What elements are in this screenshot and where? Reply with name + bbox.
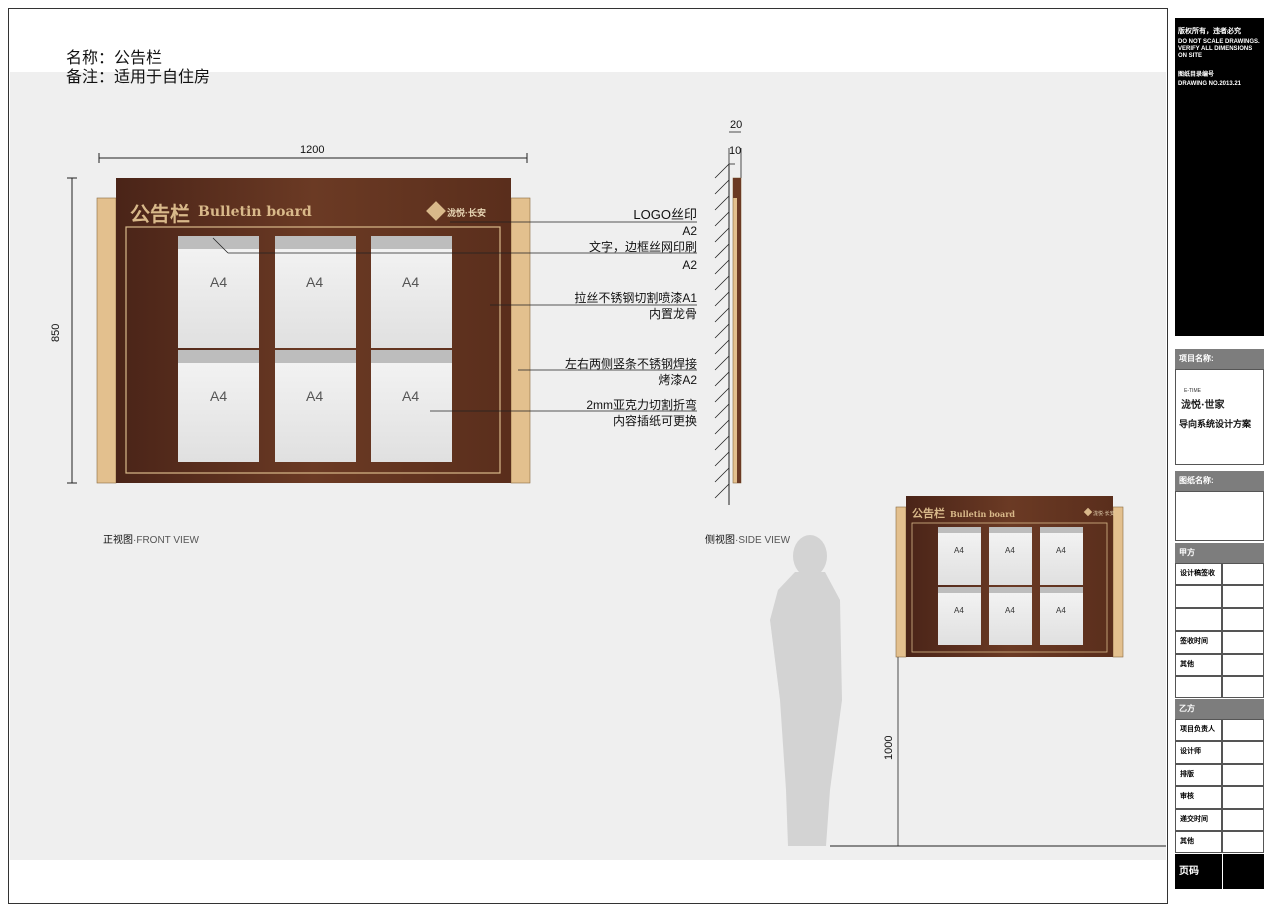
party-a-row xyxy=(1175,585,1222,608)
party-b-value[interactable] xyxy=(1222,786,1264,809)
front-sheet-label: A4 xyxy=(210,274,228,290)
project-name-cell: E-TIME 泷悦·世家 导向系统设计方案 xyxy=(1175,369,1264,465)
party-b-row: 其他 xyxy=(1175,831,1222,853)
scale-sheet-label: A4 xyxy=(1005,546,1015,555)
party-a-value[interactable] xyxy=(1222,608,1264,631)
party-b-row: 递交时间 xyxy=(1175,809,1222,831)
party-a-row xyxy=(1175,676,1222,698)
party-a-value[interactable] xyxy=(1222,585,1264,608)
callout-logo: LOGO丝印 A2 xyxy=(633,207,697,238)
scale-sheet-label: A4 xyxy=(954,546,964,555)
party-b-row: 排版 xyxy=(1175,764,1222,786)
scale-height-label: 1000 xyxy=(883,735,895,760)
project-desc: 导向系统设计方案 xyxy=(1179,419,1252,429)
disclaimer-text: DO NOT SCALE DRAWINGS. VERIFY ALL DIMENS… xyxy=(1178,39,1260,59)
front-left-post xyxy=(96,197,117,484)
front-sheets xyxy=(178,236,452,462)
party-b-value[interactable] xyxy=(1222,809,1264,831)
party-a-row xyxy=(1175,608,1222,631)
party-b-row: 设计师 xyxy=(1175,741,1222,764)
scale-sheet-label: A4 xyxy=(1056,606,1066,615)
party-a-value[interactable] xyxy=(1222,676,1264,698)
drawing-svg xyxy=(67,131,1166,847)
scale-logo-text: 泷悦·长安 xyxy=(1093,511,1115,517)
party-a-value[interactable] xyxy=(1222,654,1264,676)
note-line: 备注：适用于自住房 xyxy=(66,69,211,86)
callout-text-border: 文字，边框丝网印刷 A2 xyxy=(588,240,697,272)
title-block-header: 版权所有，违者必究 DO NOT SCALE DRAWINGS. VERIFY … xyxy=(1175,18,1264,336)
drawing-no-label: 图纸目录编号 xyxy=(1178,72,1215,78)
page-number-cell xyxy=(1222,854,1264,889)
scale-board-title-cn: 公告栏 xyxy=(912,507,945,520)
project-name-label: 项目名称: xyxy=(1175,349,1264,369)
party-b-label: 乙方 xyxy=(1175,699,1264,719)
side-view xyxy=(714,131,742,505)
side-view-label: 侧视图·SIDE VIEW xyxy=(705,535,791,546)
front-logo-text: 泷悦·长安 xyxy=(447,208,486,218)
drawing-no: DRAWING NO.2013.21 xyxy=(1178,81,1242,87)
front-sheet-label: A4 xyxy=(210,388,228,404)
person-silhouette xyxy=(770,535,842,846)
front-sheet-label: A4 xyxy=(402,274,420,290)
party-b-row: 审核 xyxy=(1175,786,1222,809)
scale-sheet-label: A4 xyxy=(954,606,964,615)
front-sheet-label: A4 xyxy=(306,388,324,404)
party-a-value[interactable] xyxy=(1222,631,1264,654)
scale-board-title-en: Bulletin board xyxy=(950,509,1016,519)
front-sheet-label: A4 xyxy=(402,388,420,404)
project-logo-main: 泷悦·世家 xyxy=(1181,400,1225,411)
name-line: 名称：公告栏 xyxy=(66,50,163,67)
scale-board xyxy=(895,496,1124,658)
party-b-value[interactable] xyxy=(1222,831,1264,853)
scale-sheet-label: A4 xyxy=(1005,606,1015,615)
front-sheet-label: A4 xyxy=(306,274,324,290)
front-height-label: 850 xyxy=(50,323,62,342)
front-view-label: 正视图·FRONT VIEW xyxy=(103,535,199,546)
front-right-post xyxy=(510,197,531,484)
party-a-row: 其他 xyxy=(1175,654,1222,676)
party-a-row: 签收时间 xyxy=(1175,631,1222,654)
front-logo-emblem-icon xyxy=(426,201,446,221)
front-board-title-cn: 公告栏 xyxy=(130,202,190,226)
callout-leaders xyxy=(212,221,697,412)
callout-acrylic: 2mm亚克力切割折弯 内容插纸可更换 xyxy=(586,398,697,428)
copyright-text: 版权所有，违者必究 xyxy=(1178,28,1241,35)
side-dim-20: 20 xyxy=(730,119,743,131)
front-board-title-en: Bulletin board xyxy=(198,204,312,220)
callout-side-posts: 左右两侧竖条不锈钢焊接 烤漆A2 xyxy=(564,357,697,387)
project-logo-top: E-TIME xyxy=(1184,388,1201,394)
callout-steel-panel: 拉丝不锈钢切割喷漆A1 内置龙骨 xyxy=(574,291,697,321)
drawing-name-cell xyxy=(1175,491,1264,541)
party-b-value[interactable] xyxy=(1222,719,1264,741)
scale-sheet-label: A4 xyxy=(1056,546,1066,555)
front-gold-frame xyxy=(125,226,501,474)
front-width-dimension xyxy=(98,153,528,163)
side-dim-10: 10 xyxy=(729,145,742,157)
front-height-dimension xyxy=(67,177,77,484)
page-label: 页码 xyxy=(1175,854,1222,889)
front-width-label: 1200 xyxy=(300,144,325,156)
party-b-value[interactable] xyxy=(1222,741,1264,764)
party-a-row: 设计稿签收 xyxy=(1175,563,1222,585)
party-a-value[interactable] xyxy=(1222,563,1264,585)
party-a-label: 甲方 xyxy=(1175,543,1264,563)
party-b-row: 项目负责人 xyxy=(1175,719,1222,741)
party-b-value[interactable] xyxy=(1222,764,1264,786)
drawing-name-label: 图纸名称: xyxy=(1175,471,1264,491)
